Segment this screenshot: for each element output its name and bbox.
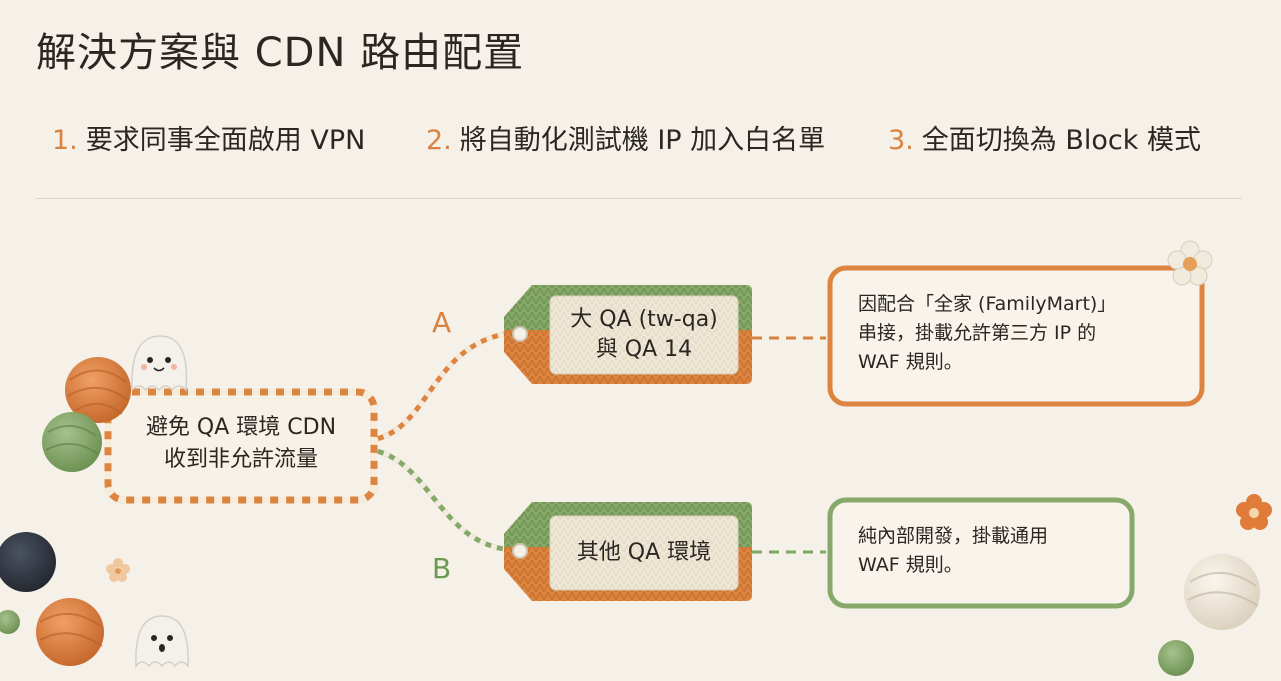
note-b-box (827, 497, 1135, 609)
root-box (104, 388, 378, 504)
tag-line: 大 QA (tw-qa) (570, 307, 718, 332)
step-2: 2.將自動化測試機 IP 加入白名單 (426, 118, 825, 157)
step-number: 3. (888, 125, 914, 156)
step-text: 全面切換為 Block 模式 (921, 125, 1201, 156)
root-line: 避免 QA 環境 CDN (145, 415, 337, 440)
step-1: 1.要求同事全面啟用 VPN (52, 118, 365, 157)
note-line: WAF 規則。 (858, 554, 963, 576)
branch-label-a: A (432, 306, 452, 339)
connector-a (371, 330, 511, 443)
ghost-icon (135, 615, 189, 669)
root-line: 收到非允許流量 (163, 447, 318, 472)
note-a-box (827, 265, 1205, 407)
flower-icon (106, 558, 130, 582)
root-label: 避免 QA 環境 CDN 收到非允許流量 (116, 412, 366, 476)
tag-b-label: 其他 QA 環境 (550, 538, 738, 568)
note-b-text: 純內部開發，掛載通用 WAF 規則。 (858, 522, 1048, 580)
yarn-ball-icon (0, 610, 20, 634)
step-number: 1. (52, 125, 78, 156)
tag-b (504, 502, 752, 601)
steps-row: 1.要求同事全面啟用 VPN 2.將自動化測試機 IP 加入白名單 3.全面切換… (0, 118, 1281, 158)
tag-line: 與 QA 14 (595, 337, 693, 362)
branch-label-b: B (432, 552, 452, 585)
tag-a-label: 大 QA (tw-qa) 與 QA 14 (550, 305, 738, 365)
yarn-ball-icon (0, 532, 56, 592)
yarn-ball-icon (1158, 640, 1194, 676)
note-line: 因配合「全家 (FamilyMart)」 (858, 293, 1117, 315)
tag-a (504, 285, 752, 384)
flower-icon (1236, 494, 1272, 530)
note-line: 純內部開發，掛載通用 (858, 525, 1049, 547)
tag-line: 其他 QA 環境 (576, 540, 712, 565)
divider (36, 198, 1242, 199)
step-number: 2. (426, 125, 452, 156)
note-a-text: 因配合「全家 (FamilyMart)」 串接，掛載允許第三方 IP 的 WAF… (858, 290, 1116, 377)
yarn-ball-icon (42, 412, 102, 472)
flower-icon (1167, 240, 1213, 286)
page-title: 解決方案與 CDN 路由配置 (36, 30, 525, 76)
tag-hole (512, 543, 528, 559)
step-3: 3.全面切換為 Block 模式 (888, 118, 1201, 157)
yarn-ball-icon (36, 598, 104, 666)
step-text: 將自動化測試機 IP 加入白名單 (459, 125, 826, 156)
note-line: WAF 規則。 (858, 351, 963, 373)
step-text: 要求同事全面啟用 VPN (85, 125, 366, 156)
tag-hole (512, 326, 528, 342)
note-line: 串接，掛載允許第三方 IP 的 (858, 322, 1097, 344)
ghost-icon (131, 335, 188, 392)
connector-b (371, 447, 513, 553)
